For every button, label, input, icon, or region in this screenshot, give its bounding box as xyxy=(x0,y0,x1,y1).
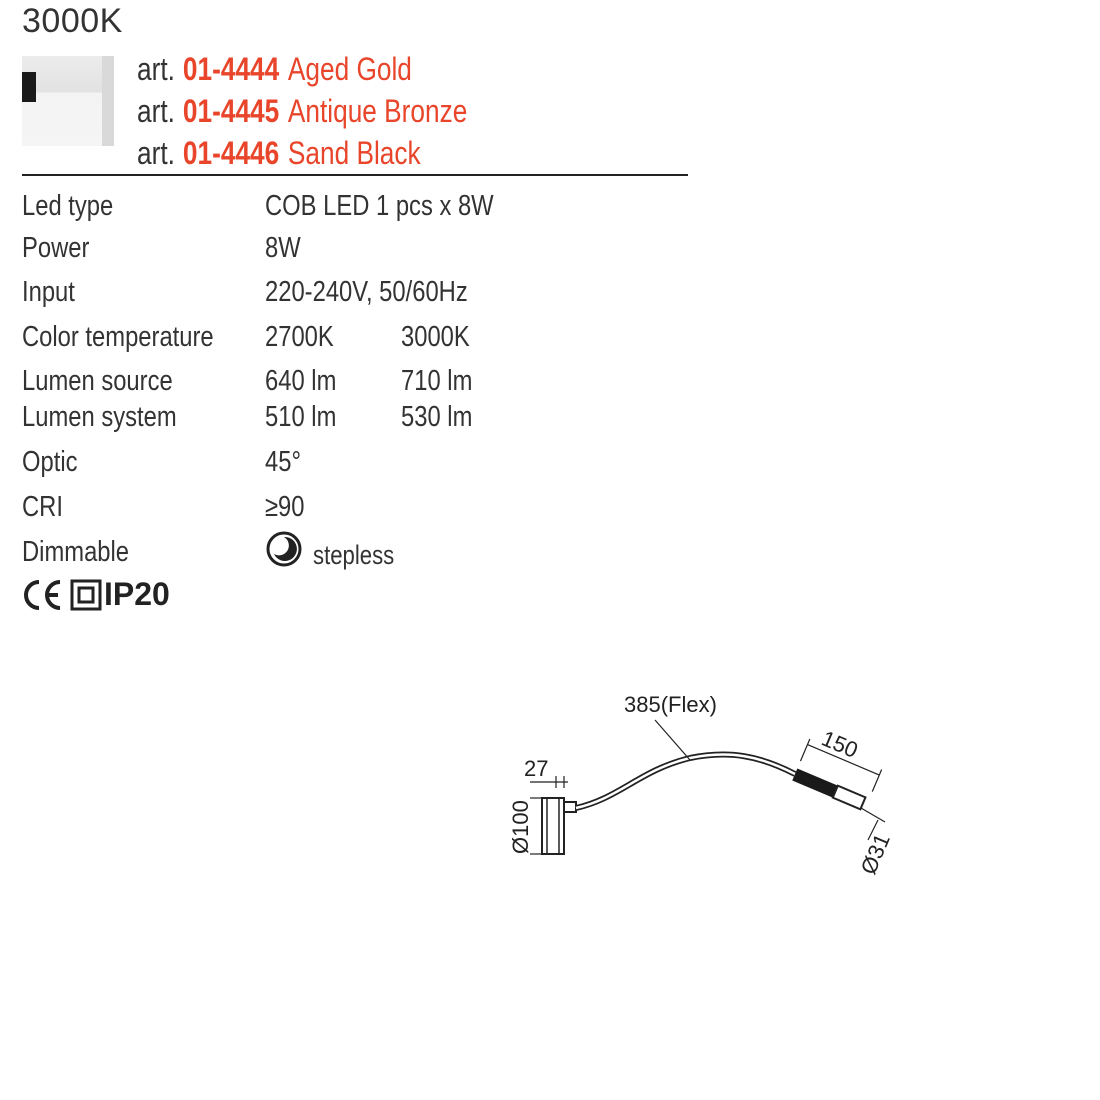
head-diameter-line xyxy=(860,807,886,823)
spec-label: Dimmable xyxy=(22,536,130,568)
certification-marks: IP20 xyxy=(22,576,172,612)
head-diameter-line xyxy=(867,819,879,841)
spec-value: 2700K xyxy=(265,321,334,353)
article-finish: Antique Bronze xyxy=(287,93,468,129)
spec-value: 220-240V, 50/60Hz xyxy=(265,276,468,308)
article-code: 01-4446 xyxy=(182,135,280,171)
article-code: 01-4445 xyxy=(182,93,280,129)
section-divider xyxy=(22,174,688,176)
spec-value: ≥90 xyxy=(265,491,305,523)
article-prefix: art. xyxy=(137,135,175,171)
spec-value: 510 lm xyxy=(265,401,337,433)
base-plate xyxy=(541,797,565,855)
article-prefix: art. xyxy=(137,93,175,129)
dimension-drawing: 150 Ø31 385(Flex) 27 Ø100 xyxy=(508,692,895,878)
flex-arm-inner xyxy=(575,753,796,810)
spec-label: Input xyxy=(22,276,75,308)
article-code: 01-4444 xyxy=(182,51,280,87)
article-finish: Sand Black xyxy=(287,135,421,171)
fixture-illustration xyxy=(22,72,36,102)
depth-label: 27 xyxy=(524,756,548,781)
spec-label: Optic xyxy=(22,446,78,478)
ce-mark-icon xyxy=(24,579,102,611)
spec-value-alt: 710 lm xyxy=(401,365,473,397)
ip-rating: IP20 xyxy=(104,576,170,612)
spec-label: CRI xyxy=(22,491,63,523)
article-prefix: art. xyxy=(137,51,175,87)
dimmable-value: stepless xyxy=(313,540,395,570)
head-length-dimension xyxy=(799,738,883,792)
page-title: 3000K xyxy=(22,2,123,40)
spec-value: 45° xyxy=(265,446,301,478)
spec-value: 8W xyxy=(265,232,301,264)
article-finish: Aged Gold xyxy=(287,51,412,87)
head-diameter-label: Ø31 xyxy=(856,830,895,878)
spec-value: COB LED 1 pcs x 8W xyxy=(265,190,494,222)
product-thumbnail xyxy=(22,56,114,146)
flex-length-label: 385(Flex) xyxy=(624,692,717,717)
spec-label: Lumen source xyxy=(22,365,173,397)
spec-label: Lumen system xyxy=(22,401,177,433)
dimmer-icon xyxy=(266,531,302,567)
spec-value-alt: 530 lm xyxy=(401,401,473,433)
spec-label: Power xyxy=(22,232,90,264)
base-diameter-label: Ø100 xyxy=(508,800,533,854)
lamp-head xyxy=(792,768,867,811)
spec-label: Led type xyxy=(22,190,114,222)
spec-value: 640 lm xyxy=(265,365,337,397)
spec-value-alt: 3000K xyxy=(401,321,470,353)
head-length-label: 150 xyxy=(818,726,862,763)
flex-leader-line xyxy=(654,719,691,761)
connector-stub xyxy=(563,801,577,813)
flex-arm xyxy=(575,751,797,811)
spec-label: Color temperature xyxy=(22,321,214,353)
